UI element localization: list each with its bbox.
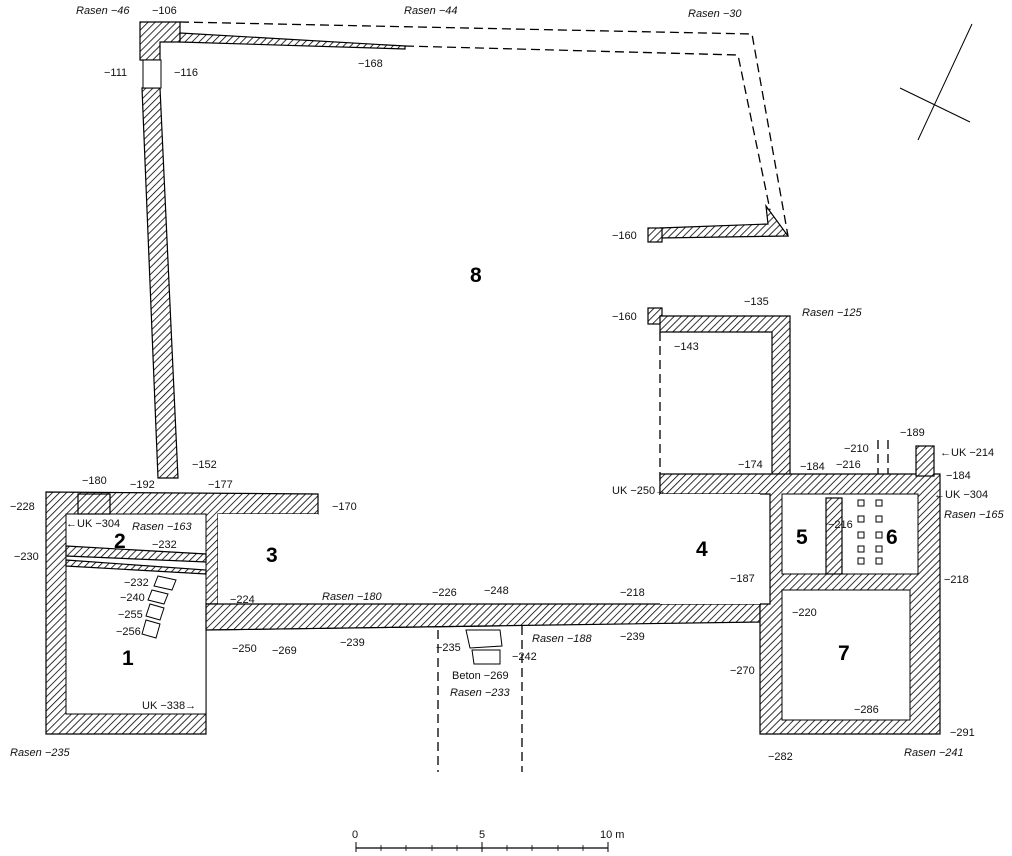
elev-label: −168 — [358, 58, 383, 70]
elev-label: −242 — [512, 651, 537, 663]
elev-label: −269 — [272, 645, 297, 657]
elev-label: −170 — [332, 501, 357, 513]
elev-label: UK −250→ — [612, 485, 666, 497]
scale-tick-10: 10 m — [600, 829, 624, 841]
beton-block-1 — [465, 629, 503, 649]
elev-label: −180 — [82, 475, 107, 487]
wall-partition-5-6 — [825, 497, 843, 575]
room-label-3: 3 — [266, 544, 278, 567]
elev-label: −282 — [768, 751, 793, 763]
elev-label: Rasen −235 — [10, 747, 71, 759]
room-1-steps — [141, 575, 177, 639]
elev-label: −216 — [836, 459, 861, 471]
elev-label: −177 — [208, 479, 233, 491]
wall-protrusion-ne — [915, 445, 935, 477]
elev-label: −256 — [116, 626, 141, 638]
wall-end-160 — [647, 227, 663, 243]
elev-label: ←UK −304 — [66, 518, 120, 530]
room-label-5: 5 — [796, 526, 808, 549]
elev-label: UK −338→ — [142, 700, 196, 712]
wall-west — [141, 87, 179, 479]
elev-label: −240 — [120, 592, 145, 604]
room-7-interior — [781, 589, 911, 721]
elev-label: −184 — [946, 470, 971, 482]
elev-label: Rasen −125 — [802, 307, 863, 319]
elev-label: Rasen −165 — [944, 509, 1005, 521]
elev-label: −174 — [738, 459, 763, 471]
elev-label: −189 — [900, 427, 925, 439]
south-walls — [45, 440, 941, 772]
elev-label: −232 — [124, 577, 149, 589]
elev-label: −250 — [232, 643, 257, 655]
elev-label: −187 — [730, 573, 755, 585]
elev-label: −291 — [950, 727, 975, 739]
elev-label: −232 — [152, 539, 177, 551]
wall-north-dashed-outer — [179, 21, 789, 237]
wall-gap-nw — [142, 59, 162, 89]
elev-label: −160 — [612, 311, 637, 323]
elev-label: −220 — [792, 607, 817, 619]
scale-tick-5: 5 — [479, 829, 485, 841]
elev-label: −106 — [152, 5, 177, 17]
elev-label: −160 — [612, 230, 637, 242]
elev-label: Rasen −44 — [404, 5, 458, 17]
elev-label: Rasen −30 — [688, 8, 742, 20]
elev-label: −224 — [230, 594, 255, 606]
room-5-6-interior — [781, 493, 919, 575]
elev-label: −248 — [484, 585, 509, 597]
elev-label: −143 — [674, 341, 699, 353]
scale-bar: 0 5 10 m — [352, 829, 624, 852]
elevation-labels: Rasen −46 −106 Rasen −44 Rasen −30 −111 … — [10, 5, 1005, 763]
elev-label: Rasen −180 — [322, 591, 383, 603]
room-label-8: 8 — [470, 264, 482, 287]
wall-north-hatched — [179, 32, 406, 50]
elev-label: Beton −269 — [452, 670, 509, 682]
elev-label: Rasen −233 — [450, 687, 511, 699]
elev-label: −192 — [130, 479, 155, 491]
elev-label: Rasen −163 — [132, 521, 193, 533]
elev-label: −216 — [828, 519, 853, 531]
elev-label: −218 — [944, 574, 969, 586]
elev-label: −270 — [730, 665, 755, 677]
room-label-2: 2 — [114, 530, 126, 553]
elev-label: −152 — [192, 459, 217, 471]
room-8-walls — [139, 21, 791, 500]
wall-corner-nw — [139, 21, 181, 61]
scale-tick-0: 0 — [352, 829, 358, 841]
room-label-4: 4 — [696, 538, 708, 561]
elev-label: −235 — [436, 642, 461, 654]
room-label-1: 1 — [122, 647, 134, 670]
elev-label: −239 — [340, 637, 365, 649]
elev-label: −116 — [174, 67, 198, 79]
elev-label: −135 — [744, 296, 769, 308]
wall-north-dashed-inner — [404, 45, 771, 211]
wall-partition-2 — [65, 545, 207, 563]
room-6-pillars — [857, 499, 883, 565]
beton-block-2 — [471, 649, 501, 665]
elev-label: −239 — [620, 631, 645, 643]
elev-label: −184 — [800, 461, 825, 473]
wall-partition-2b — [65, 559, 207, 575]
elev-label: −228 — [10, 501, 35, 513]
elev-label: −210 — [844, 443, 869, 455]
elev-label: Rasen −46 — [76, 5, 130, 17]
north-arrow-icon — [899, 23, 973, 141]
elev-label: −218 — [620, 587, 645, 599]
wall-ne — [659, 203, 790, 239]
room-label-6: 6 — [886, 526, 898, 549]
elev-label: ←UK −214 — [940, 447, 994, 459]
elev-label: −286 — [854, 704, 879, 716]
elev-label: Rasen −241 — [904, 747, 964, 759]
elev-label: −111 — [104, 67, 127, 79]
room-label-7: 7 — [838, 642, 850, 665]
elev-label: −255 — [118, 609, 143, 621]
wall-block-180 — [77, 493, 111, 515]
elev-label: ←UK −304 — [934, 489, 988, 501]
elev-label: −226 — [432, 587, 457, 599]
elev-label: −230 — [14, 551, 39, 563]
elev-label: Rasen −188 — [532, 633, 593, 645]
